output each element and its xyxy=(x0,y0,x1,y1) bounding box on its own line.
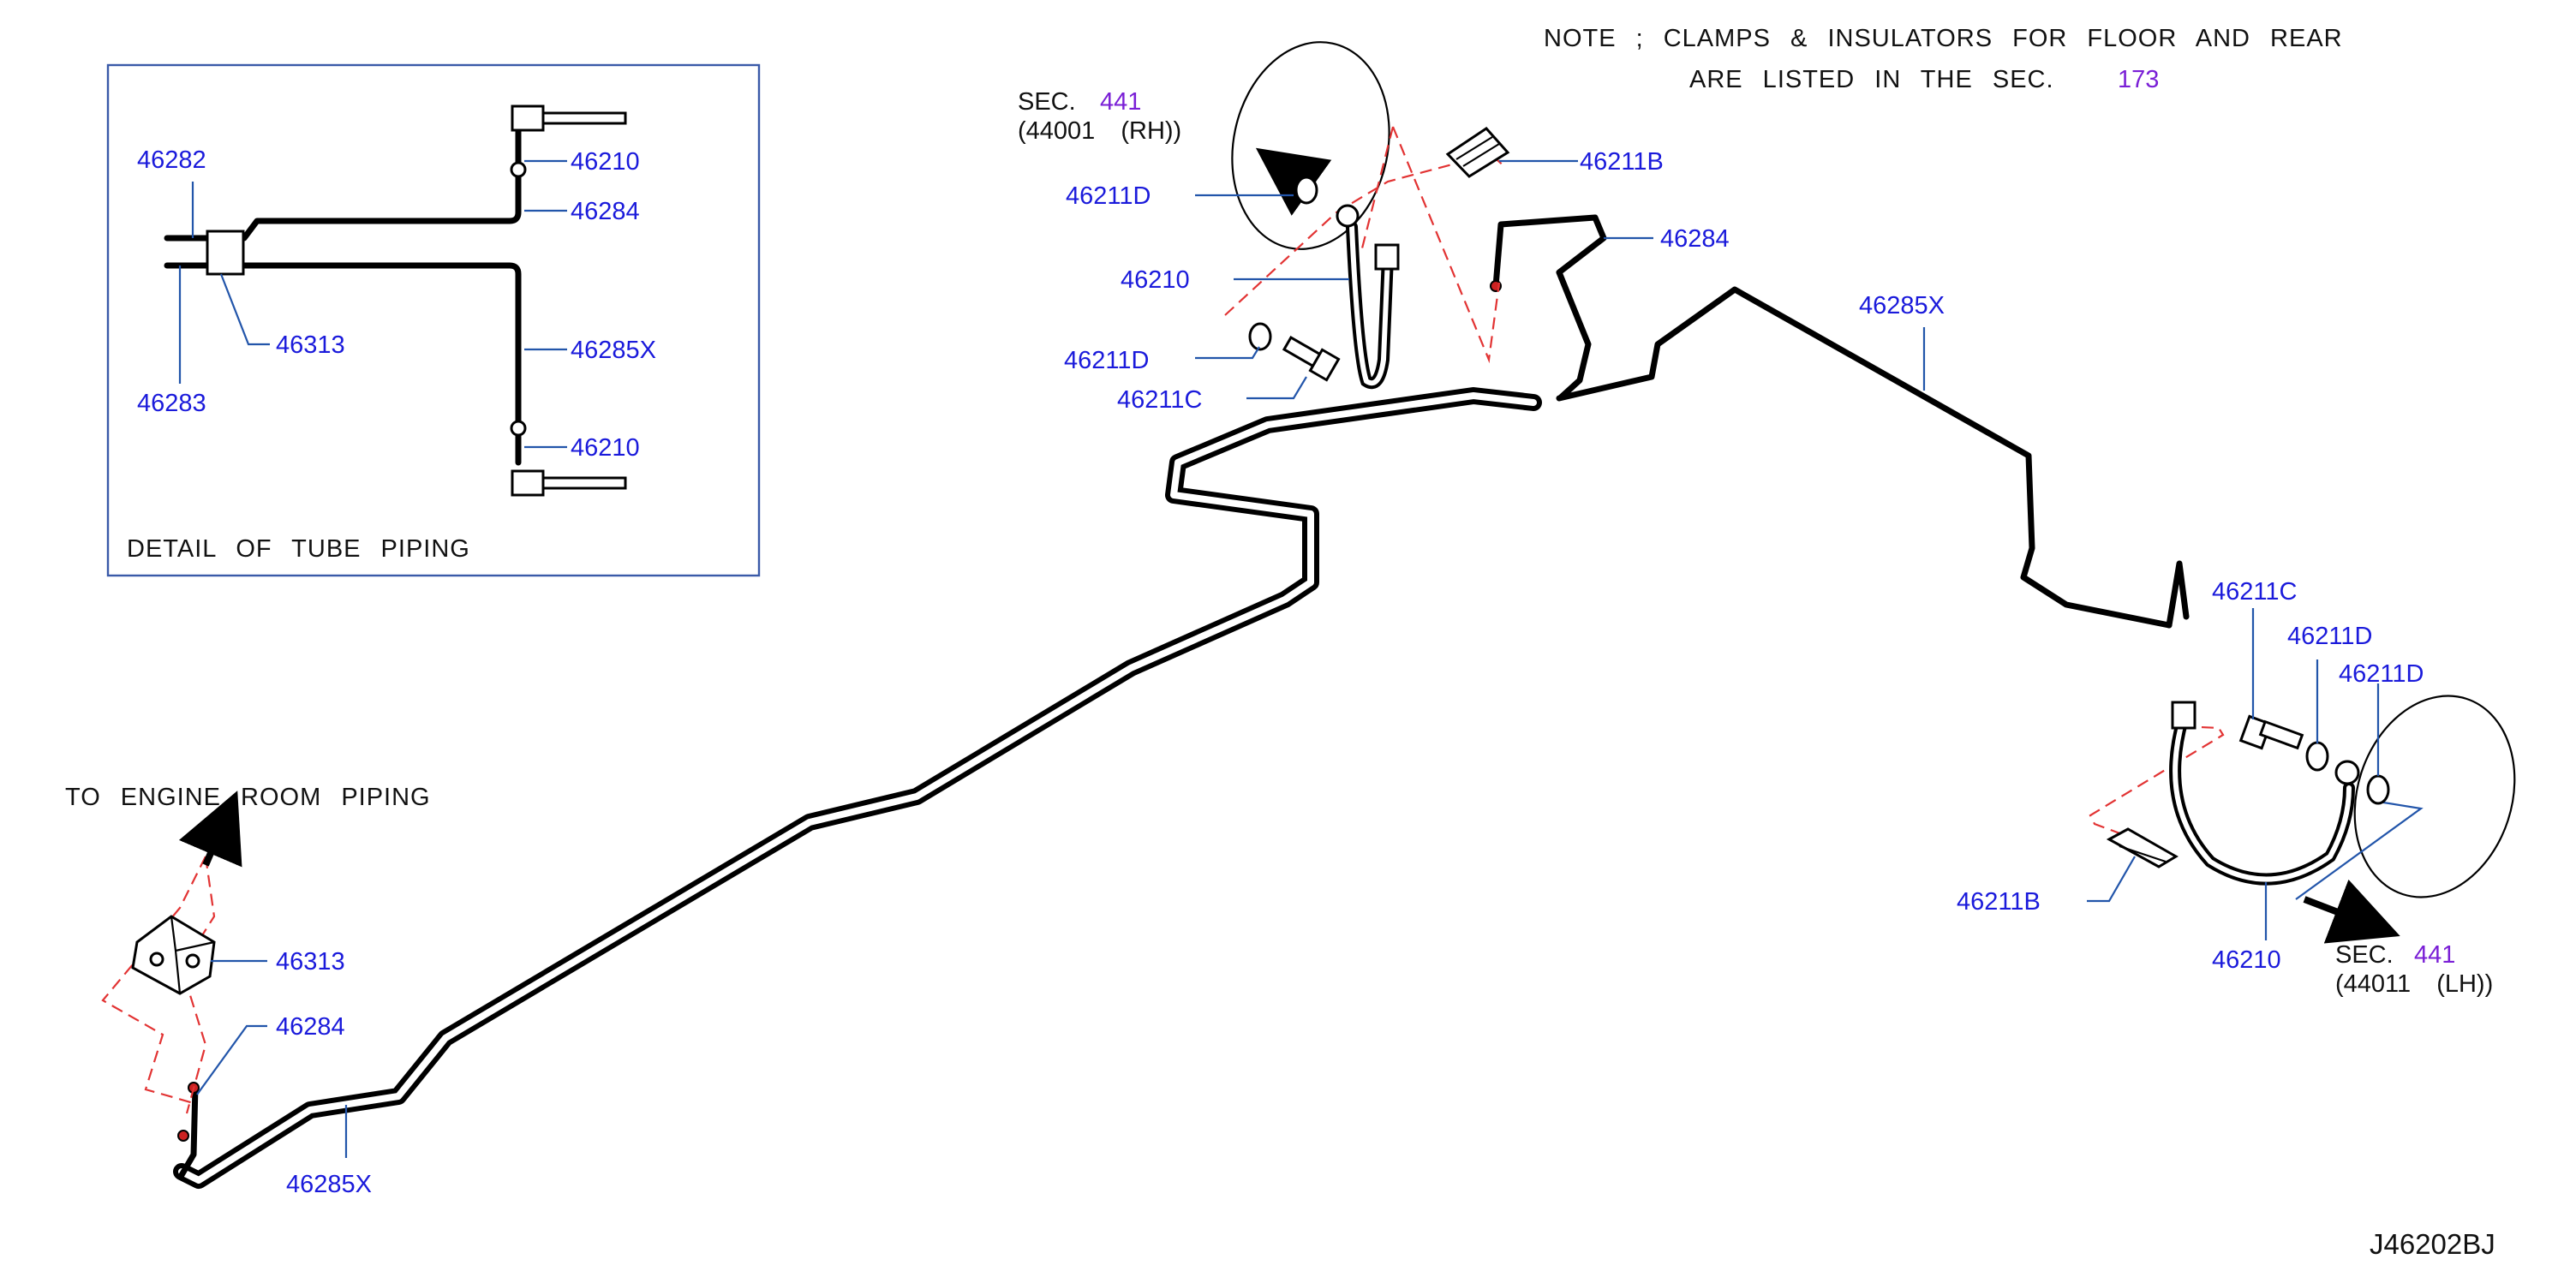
front-connector-edges xyxy=(170,916,215,994)
rh-clip-46211b xyxy=(1445,127,1510,178)
label-46285x-mid: 46285X xyxy=(1859,292,1945,319)
label-detail-46285x: 46285X xyxy=(571,337,656,364)
detail-of-tube-piping: 46282 46210 46284 46313 46285X 46283 462… xyxy=(106,63,761,577)
detail-fitting-bottom xyxy=(511,469,545,497)
detail-fitting-top xyxy=(511,104,545,132)
lh-bolt-46211c xyxy=(2238,714,2304,750)
label-rh-46211d-a: 46211D xyxy=(1066,182,1151,210)
rh-red-dashed-1 xyxy=(1224,152,1507,316)
lh-hose-46210-inner xyxy=(2173,717,2352,882)
detail-pipe-46284 xyxy=(241,116,522,242)
label-detail-46283: 46283 xyxy=(137,390,206,417)
label-detail-46313: 46313 xyxy=(276,331,345,359)
front-connector-port-b xyxy=(185,953,200,969)
tube-46285x-rear xyxy=(1556,286,2173,629)
lh-clip-body xyxy=(2106,827,2179,868)
lh-caliper-outline xyxy=(2353,695,2516,898)
lead-front-46284 xyxy=(196,1024,267,1095)
detail-joint-bottom xyxy=(510,420,527,437)
lead-lh-46211b xyxy=(2087,856,2136,903)
lead-rh-46211d-b xyxy=(1195,346,1260,360)
lh-sec-number: 441 xyxy=(2414,941,2455,969)
note-line-2: ARE LISTED IN THE SEC. xyxy=(1689,66,2054,93)
label-detail-46284: 46284 xyxy=(571,198,640,225)
detail-hose-bottom xyxy=(541,476,627,490)
rh-hose-group xyxy=(1195,41,1653,400)
note-line-1: NOTE ; CLAMPS & INSULATORS FOR FLOOR AND… xyxy=(1544,25,2343,52)
label-rh-46211c: 46211C xyxy=(1117,386,1202,414)
detail-hose-top xyxy=(541,111,627,125)
label-lh-46211b: 46211B xyxy=(1957,888,2041,916)
front-arrow-engine-room xyxy=(178,791,242,868)
front-red-dashed-1 xyxy=(101,856,206,1105)
rh-sec-prefix: SEC. xyxy=(1018,88,1076,116)
rh-banjo-fitting xyxy=(1336,204,1360,228)
tube-46284 xyxy=(1492,214,1607,401)
rh-sec-number: 441 xyxy=(1100,88,1141,116)
rh-caliper-outline xyxy=(1231,41,1390,250)
front-connector-46313 xyxy=(131,915,216,995)
detail-caption: DETAIL OF TUBE PIPING xyxy=(127,535,470,563)
label-lh-46210: 46210 xyxy=(2212,946,2281,974)
lh-washer-a xyxy=(2305,741,2329,772)
detail-frame xyxy=(106,63,761,577)
lh-sec-sub: (44011 (LH)) xyxy=(2335,970,2493,998)
tube-46284-front xyxy=(178,1083,199,1179)
lh-red-dashed xyxy=(2089,725,2225,850)
front-connector-group xyxy=(101,791,348,1158)
label-rh-46211d-b: 46211D xyxy=(1064,347,1149,374)
label-rh-46210: 46210 xyxy=(1121,266,1190,294)
rh-washer-lower xyxy=(1248,322,1272,351)
label-front-46285x: 46285X xyxy=(286,1171,372,1198)
lead-detail-46313 xyxy=(219,273,270,346)
label-46284-mid: 46284 xyxy=(1660,225,1730,253)
engine-room-label: TO ENGINE ROOM PIPING xyxy=(65,784,431,811)
label-lh-46211c: 46211C xyxy=(2212,578,2297,606)
lh-banjo-fitting xyxy=(2334,760,2360,785)
label-detail-46210-top: 46210 xyxy=(571,148,640,176)
rh-clip-ribs xyxy=(1455,136,1500,167)
label-lh-46211d-a: 46211D xyxy=(2287,623,2372,650)
note-sec-number: 173 xyxy=(2118,66,2159,93)
diagram-code: J46202BJ xyxy=(2370,1228,2495,1260)
lh-clip-rib xyxy=(2119,844,2167,863)
lh-washer-b xyxy=(2366,774,2390,805)
rh-hose-end-fitting xyxy=(1374,243,1400,271)
lh-sec-arrow xyxy=(2303,879,2400,944)
detail-connector-46313 xyxy=(206,230,245,276)
tube-46285x-end xyxy=(2166,560,2190,629)
front-connector-port-a xyxy=(149,952,164,967)
tube-46285x-front-inner xyxy=(178,392,1537,1184)
detail-pipe-46285x xyxy=(241,262,522,466)
label-front-46313: 46313 xyxy=(276,948,345,976)
rh-sec-sub: (44001 (RH)) xyxy=(1018,117,1181,145)
lh-clip-46211b xyxy=(2106,827,2179,868)
rh-bolt-head xyxy=(1308,348,1341,382)
label-detail-46210-bottom: 46210 xyxy=(571,434,640,462)
rh-washer-upper xyxy=(1294,176,1318,205)
rh-hose-46210-inner xyxy=(1349,224,1390,386)
detail-joint-top xyxy=(510,161,527,178)
label-rh-46211b: 46211B xyxy=(1580,148,1664,176)
lh-blue-bracket xyxy=(2295,800,2424,900)
rh-bolt-46211c xyxy=(1282,336,1341,382)
rh-clip-body xyxy=(1445,127,1510,178)
lead-rh-46211c xyxy=(1246,376,1307,400)
label-detail-46282: 46282 xyxy=(137,146,206,174)
label-front-46284: 46284 xyxy=(276,1013,345,1041)
lh-sec-prefix: SEC. xyxy=(2335,941,2394,969)
lh-hose-end-fitting xyxy=(2171,701,2196,730)
front-joint-lower xyxy=(177,1130,189,1142)
lh-hose-group xyxy=(2087,608,2516,944)
label-lh-46211d-b: 46211D xyxy=(2339,660,2424,688)
lh-bolt-shank xyxy=(2258,719,2304,750)
rh-red-dashed-2 xyxy=(1360,126,1501,364)
